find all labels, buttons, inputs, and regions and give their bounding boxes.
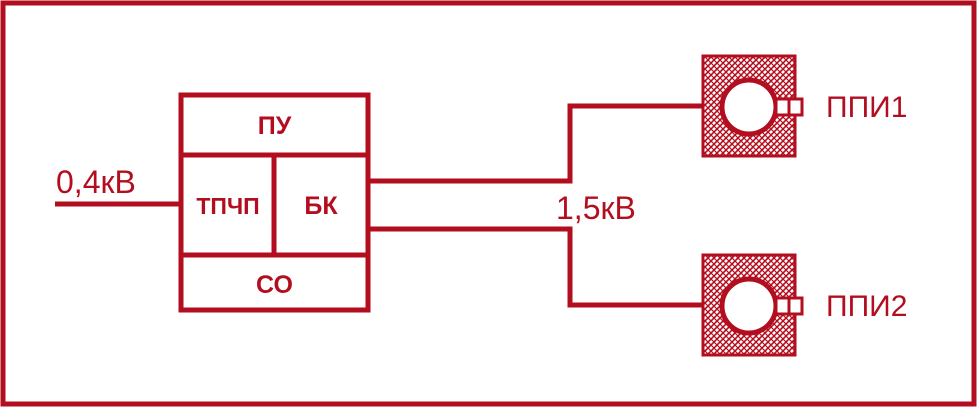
cooling-system-label: СО xyxy=(256,271,293,299)
capacitor-bank-label: БК xyxy=(304,192,338,220)
main-unit: ПУ ТПЧП БК СО xyxy=(178,92,371,313)
inductor-1 xyxy=(701,54,804,158)
inductor-2-label: ППИ2 xyxy=(826,290,907,323)
control-unit-label: ПУ xyxy=(258,112,292,140)
output-voltage-label: 1,5кВ xyxy=(556,190,636,226)
inductor-2 xyxy=(701,253,804,357)
converter-label: ТПЧП xyxy=(196,193,259,219)
inductor-1-label: ППИ1 xyxy=(826,91,907,124)
output-wiring xyxy=(368,103,705,308)
input-voltage-label: 0,4кВ xyxy=(56,164,136,200)
